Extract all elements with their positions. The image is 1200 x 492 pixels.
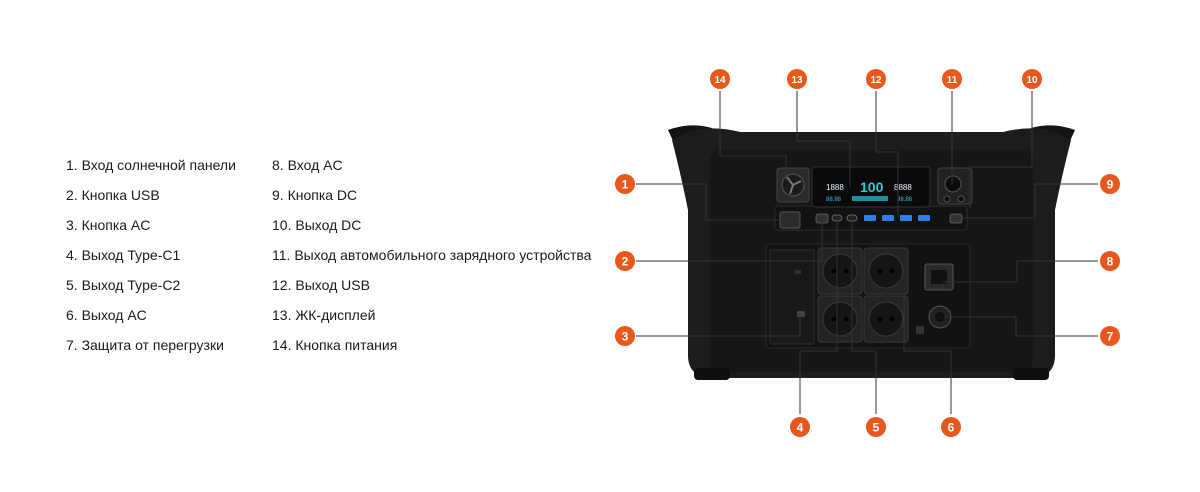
lcd-right-bottom: 88.88 bbox=[897, 197, 913, 203]
legend-item-11: 11. Выход автомобильного зарядного устро… bbox=[272, 247, 592, 263]
lcd-left-value: 1888 bbox=[826, 183, 844, 192]
callout-badge-4: 4 bbox=[790, 417, 810, 437]
callout-badge-13: 13 bbox=[787, 69, 807, 89]
lcd-left-bottom: 88.88 bbox=[826, 197, 842, 203]
lcd-center-value: 100 bbox=[860, 179, 884, 195]
svg-text:1: 1 bbox=[622, 178, 629, 192]
callout-badge-5: 5 bbox=[866, 417, 886, 437]
lcd-display: 1888 100 8888 88.88 88.88 bbox=[811, 166, 931, 208]
legend-column-left: 1. Вход солнечной панели 2. Кнопка USB 3… bbox=[66, 150, 236, 360]
callout-badge-10: 10 bbox=[1022, 69, 1042, 89]
legend-item-13: 13. ЖК-дисплей bbox=[272, 307, 376, 323]
legend-item-8: 8. Вход AC bbox=[272, 157, 343, 173]
svg-text:9: 9 bbox=[1107, 178, 1114, 192]
callout-badge-1: 1 bbox=[615, 174, 635, 194]
legend-item-1: 1. Вход солнечной панели bbox=[66, 157, 236, 173]
svg-text:14: 14 bbox=[714, 75, 726, 86]
callout-badge-12: 12 bbox=[866, 69, 886, 89]
legend-item-14: 14. Кнопка питания bbox=[272, 337, 398, 353]
svg-text:10: 10 bbox=[1026, 75, 1038, 86]
callout-badge-11: 11 bbox=[942, 69, 962, 89]
usb-ports[interactable] bbox=[864, 215, 930, 221]
svg-text:7: 7 bbox=[1107, 330, 1114, 344]
legend-column-right: 8. Вход AC 9. Кнопка DC 10. Выход DC 11.… bbox=[272, 150, 591, 360]
callout-badge-8: 8 bbox=[1100, 251, 1120, 271]
legend-item-10: 10. Выход DC bbox=[272, 217, 362, 233]
leader-lines bbox=[636, 91, 1098, 414]
svg-text:11: 11 bbox=[947, 75, 958, 86]
legend-item-6: 6. Выход AC bbox=[66, 307, 147, 323]
callout-badge-2: 2 bbox=[615, 251, 635, 271]
type-c1-port[interactable] bbox=[831, 214, 843, 222]
callout-badge-6: 6 bbox=[941, 417, 961, 437]
usb-button[interactable] bbox=[815, 213, 829, 224]
legend-item-5: 5. Выход Type-C2 bbox=[66, 277, 181, 293]
callout-badge-14: 14 bbox=[710, 69, 730, 89]
svg-text:4: 4 bbox=[797, 421, 804, 435]
callout-badge-9: 9 bbox=[1100, 174, 1120, 194]
legend-item-7: 7. Защита от перегрузки bbox=[66, 337, 224, 353]
svg-text:3: 3 bbox=[622, 330, 629, 344]
overload-protection[interactable] bbox=[916, 305, 952, 334]
ac-outlets[interactable] bbox=[817, 247, 909, 343]
power-button[interactable] bbox=[776, 167, 810, 203]
legend-item-9: 9. Кнопка DC bbox=[272, 187, 358, 203]
ac-button[interactable] bbox=[769, 249, 815, 345]
svg-text:6: 6 bbox=[948, 421, 955, 435]
legend-item-4: 4. Выход Type-C1 bbox=[66, 247, 181, 263]
svg-text:5: 5 bbox=[873, 421, 880, 435]
ac-input-port[interactable] bbox=[924, 263, 954, 291]
legend-item-12: 12. Выход USB bbox=[272, 277, 370, 293]
svg-text:12: 12 bbox=[870, 75, 882, 86]
type-c2-port[interactable] bbox=[846, 214, 858, 222]
lcd-right-value: 8888 bbox=[894, 183, 912, 192]
svg-text:13: 13 bbox=[791, 75, 803, 86]
svg-text:2: 2 bbox=[622, 255, 629, 269]
legend-item-3: 3. Кнопка AC bbox=[66, 217, 151, 233]
legend-item-2: 2. Кнопка USB bbox=[66, 187, 160, 203]
callout-badge-7: 7 bbox=[1100, 326, 1120, 346]
svg-text:8: 8 bbox=[1107, 255, 1114, 269]
car-charger-block bbox=[937, 167, 973, 205]
callout-badge-3: 3 bbox=[615, 326, 635, 346]
